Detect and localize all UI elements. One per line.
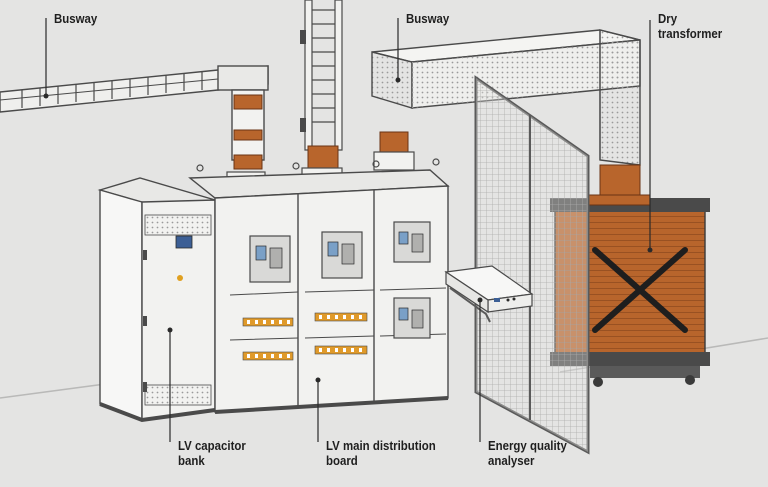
label-dry-transformer-line1: Dry bbox=[658, 11, 678, 26]
leader-lines bbox=[45, 18, 651, 442]
breaker-2 bbox=[321, 231, 363, 279]
label-busway-center: Busway bbox=[406, 11, 449, 26]
label-dry-transformer: Dry transformer bbox=[658, 11, 722, 41]
label-lv-main-distribution-board-line2: board bbox=[326, 453, 358, 468]
breaker-4 bbox=[393, 297, 431, 339]
lv-main-distribution-board bbox=[188, 158, 450, 414]
label-lv-main-distribution-board: LV main distribution board bbox=[326, 438, 436, 468]
label-lv-capacitor-bank: LV capacitor bank bbox=[178, 438, 246, 468]
mesh-enclosure bbox=[474, 75, 590, 455]
label-energy-quality-analyser: Energy quality analyser bbox=[488, 438, 567, 468]
breaker-3 bbox=[393, 221, 431, 263]
busway-right bbox=[371, 29, 641, 196]
label-busway-left-text: Busway bbox=[54, 11, 98, 26]
label-busway-left: Busway bbox=[54, 11, 97, 26]
label-energy-quality-analyser-line2: analyser bbox=[488, 453, 535, 468]
breaker-1 bbox=[249, 235, 291, 283]
label-busway-center-text: Busway bbox=[406, 11, 450, 26]
busway-left bbox=[0, 65, 269, 189]
label-energy-quality-analyser-line1: Energy quality bbox=[488, 438, 567, 453]
label-dry-transformer-line2: transformer bbox=[658, 26, 723, 41]
label-lv-capacitor-bank-line2: bank bbox=[178, 453, 205, 468]
energy-quality-analyser bbox=[444, 265, 534, 323]
label-lv-capacitor-bank-line1: LV capacitor bbox=[178, 438, 246, 453]
label-lv-main-distribution-board-line1: LV main distribution bbox=[326, 438, 436, 453]
busway-vertical bbox=[300, 0, 343, 187]
lv-capacitor-bank bbox=[97, 177, 218, 423]
leader-dots bbox=[43, 77, 653, 383]
